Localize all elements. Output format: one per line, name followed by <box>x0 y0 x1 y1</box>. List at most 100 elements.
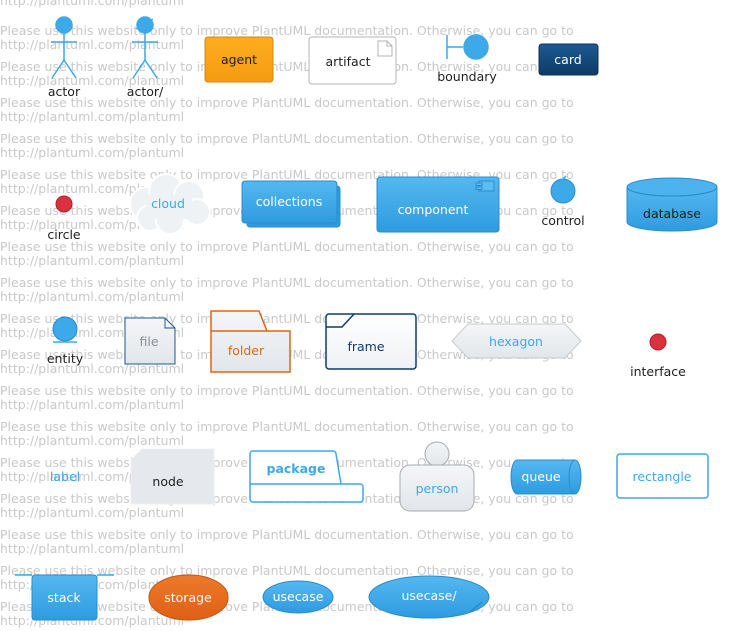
entity-element[interactable]: entity <box>47 316 84 366</box>
watermark-line: http://plantuml.com/plantuml <box>0 505 185 520</box>
node-label: node <box>152 474 184 489</box>
usecase-business-slash <box>469 601 483 613</box>
component-icon <box>475 180 495 192</box>
label-text: label <box>50 469 80 484</box>
stack-box <box>31 574 98 621</box>
component-box <box>376 176 500 233</box>
database-element[interactable]: database <box>626 177 718 232</box>
watermark-line: Please use this website only to improve … <box>0 95 574 110</box>
collections-front-box <box>241 180 338 224</box>
stack-element[interactable]: stack <box>15 574 114 621</box>
agent-box <box>204 36 274 83</box>
control-label: control <box>541 213 584 228</box>
watermark-line: http://plantuml.com/plantuml <box>0 0 185 8</box>
watermark-line: Please use this website only to improve … <box>0 275 574 290</box>
watermark-line: Please use this website only to improve … <box>0 563 574 578</box>
watermark-line: http://plantuml.com/plantuml <box>0 253 185 268</box>
boundary-element[interactable]: boundary <box>437 34 497 84</box>
interface-label: interface <box>630 364 686 379</box>
actor-business-stick-figure-icon <box>132 16 158 79</box>
usecase-business-element[interactable]: usecase/ <box>368 575 490 619</box>
stack-label: stack <box>47 590 81 605</box>
entity-icon <box>52 316 78 343</box>
control-element[interactable]: control <box>541 175 585 228</box>
person-element[interactable]: person <box>399 441 475 512</box>
entity-label: entity <box>47 351 84 366</box>
collections-label: collections <box>256 194 323 209</box>
folder-shape <box>210 310 291 373</box>
watermark-line: http://plantuml.com/plantuml <box>0 361 185 376</box>
usecase-shape <box>262 580 334 614</box>
watermark-line: Please use this website only to improve … <box>0 239 574 254</box>
queue-element[interactable]: queue <box>510 459 582 495</box>
watermark-line: Please use this website only to improve … <box>0 419 574 434</box>
circle-element[interactable]: circle <box>47 195 81 242</box>
file-shape <box>124 317 176 365</box>
frame-box <box>325 313 417 370</box>
control-icon <box>550 175 576 204</box>
watermark-line: http://plantuml.com/plantuml <box>0 433 185 448</box>
agent-label: agent <box>221 52 257 67</box>
database-label: database <box>643 206 701 221</box>
cloud-shape <box>129 173 211 235</box>
boundary-label: boundary <box>437 69 497 84</box>
folder-element[interactable]: folder <box>210 310 291 373</box>
storage-shape <box>148 574 229 621</box>
watermark-line: http://plantuml.com/plantuml <box>0 37 185 52</box>
storage-label: storage <box>164 590 212 605</box>
cloud-label: cloud <box>151 196 185 211</box>
label-element[interactable]: label <box>50 469 80 484</box>
component-label: component <box>398 202 469 217</box>
storage-element[interactable]: storage <box>148 574 229 621</box>
agent-element[interactable]: agent <box>204 36 274 83</box>
queue-label: queue <box>521 469 560 484</box>
actor-stick-figure-icon <box>51 16 77 79</box>
interface-element[interactable]: interface <box>630 333 686 379</box>
person-label: person <box>416 481 459 496</box>
folder-label: folder <box>228 343 265 358</box>
hexagon-label: hexagon <box>489 334 543 349</box>
artifact-element[interactable]: artifact <box>308 36 397 85</box>
actor-label: actor <box>48 84 81 99</box>
package-element[interactable]: package <box>249 450 364 503</box>
artifact-label: artifact <box>325 54 370 69</box>
usecase-element[interactable]: usecase <box>262 580 334 614</box>
frame-element[interactable]: frame <box>325 313 417 370</box>
watermark-line: Please use this website only to improve … <box>0 383 574 398</box>
component-element[interactable]: component <box>376 176 500 233</box>
node-element[interactable]: node <box>130 448 215 505</box>
watermark-line: http://plantuml.com/plantuml <box>0 397 185 412</box>
card-element[interactable]: card <box>538 43 599 76</box>
package-label: package <box>267 461 326 476</box>
circle-shape <box>55 195 73 213</box>
queue-cylinder-shape <box>510 459 582 495</box>
artifact-box <box>308 36 397 85</box>
actor-business-element[interactable]: actor/ <box>127 16 164 99</box>
watermark-line: http://plantuml.com/plantuml <box>0 73 185 88</box>
collections-element[interactable]: collections <box>241 180 341 228</box>
watermark-line: http://plantuml.com/plantuml <box>0 109 185 124</box>
watermark-line: http://plantuml.com/plantuml <box>0 289 185 304</box>
rectangle-box <box>616 453 709 499</box>
card-box <box>538 43 599 76</box>
person-body-box <box>399 464 475 512</box>
rectangle-element[interactable]: rectangle <box>616 453 709 499</box>
package-shape <box>249 450 364 503</box>
hexagon-element[interactable]: hexagon <box>451 323 582 359</box>
frame-corner-tab <box>326 313 355 328</box>
watermark-line: Please use this website only to improve … <box>0 527 574 542</box>
watermark-line: Please use this website only to improve … <box>0 131 574 146</box>
hexagon-shape <box>451 323 582 359</box>
frame-label: frame <box>347 339 384 354</box>
cloud-element[interactable]: cloud <box>129 173 211 235</box>
actor-element[interactable]: actor <box>48 16 81 99</box>
file-element[interactable]: file <box>124 317 176 365</box>
rectangle-label: rectangle <box>632 469 691 484</box>
watermark-line: http://plantuml.com/plantuml <box>0 541 185 556</box>
person-head-icon <box>424 441 450 467</box>
node-shape <box>130 448 215 505</box>
boundary-icon <box>446 34 489 60</box>
database-cylinder-shape <box>626 177 718 232</box>
